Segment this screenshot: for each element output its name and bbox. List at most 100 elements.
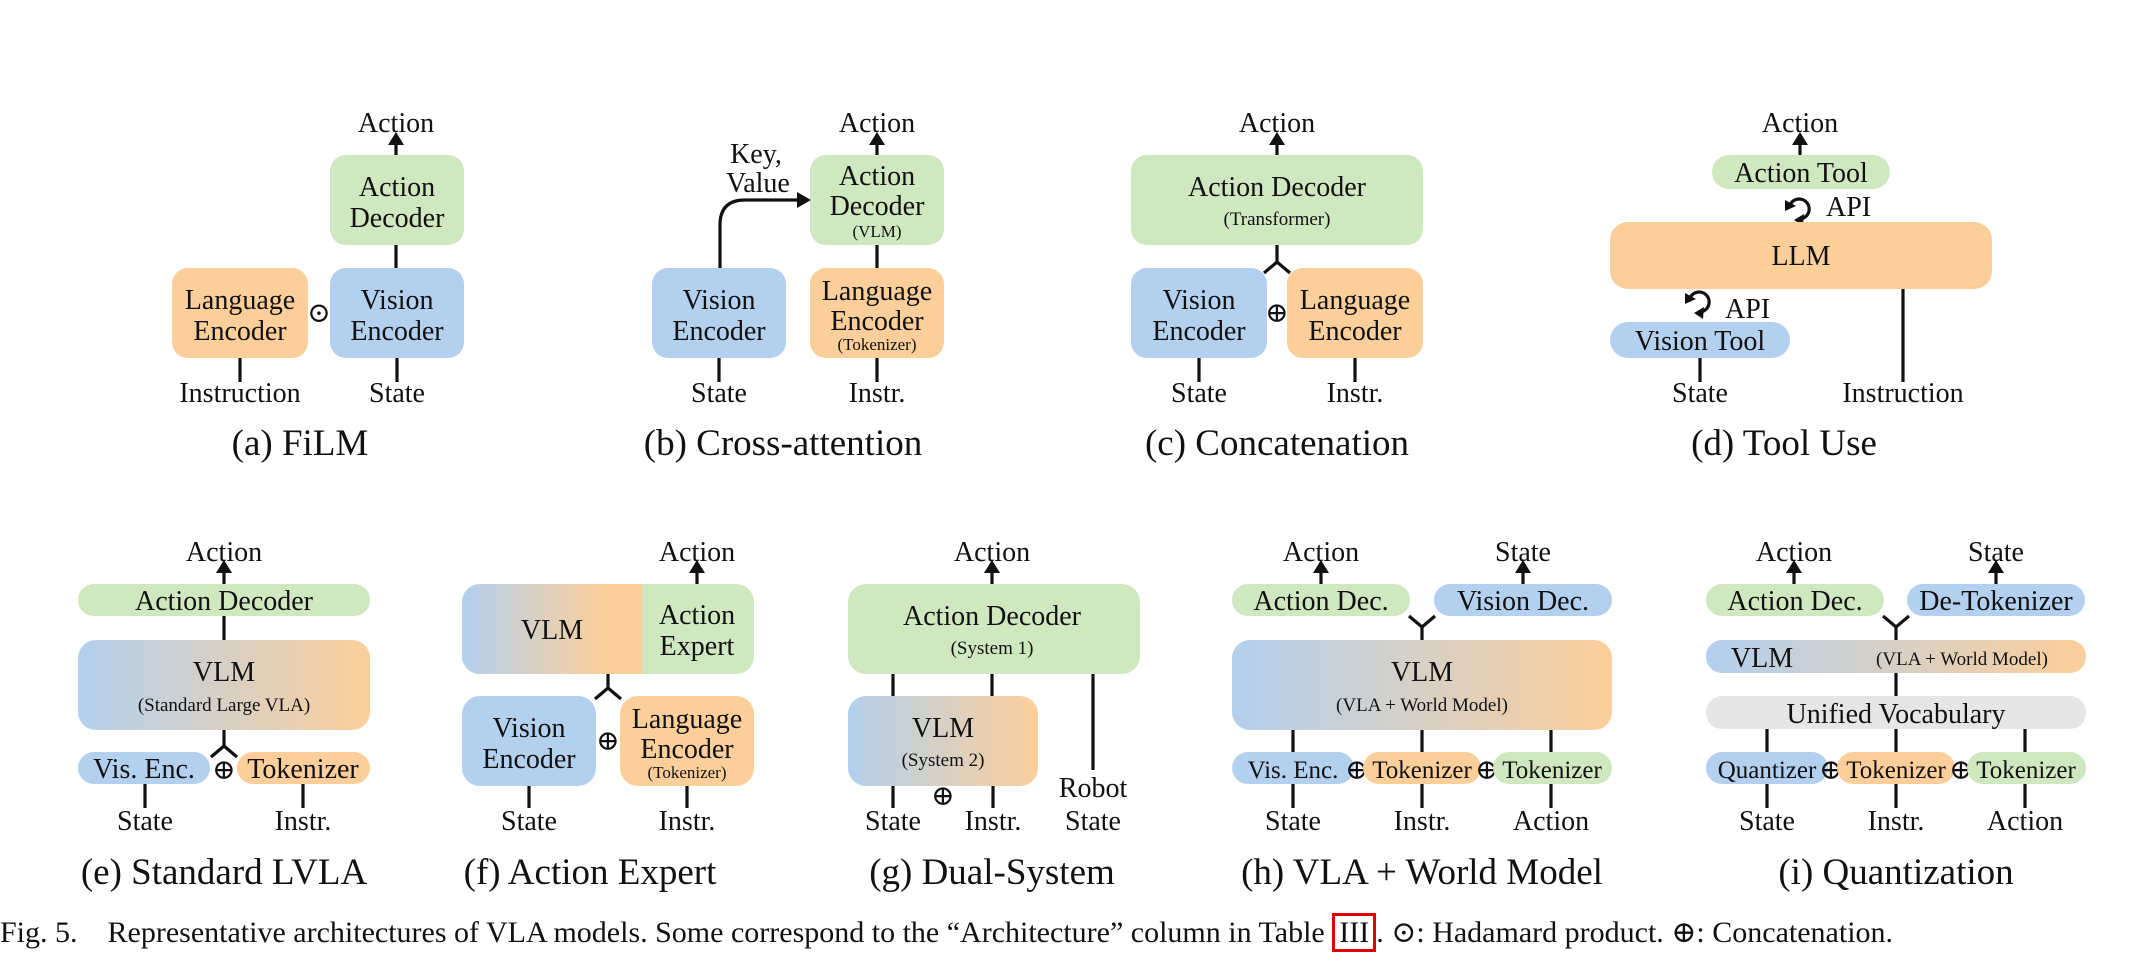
action-decoder-label: Decoder (830, 191, 926, 222)
de-tokenizer-label: De-Tokenizer (1919, 586, 2073, 617)
panel-h-vla-world-model: Action State Action Dec. Vision Dec. VLM… (1232, 537, 1612, 893)
caption-d: (d) Tool Use (1691, 423, 1877, 464)
input-state: State (1739, 806, 1795, 837)
vision-encoder-label: Vis. Enc. (1248, 757, 1339, 784)
language-encoder-label: Encoder (193, 316, 287, 347)
action-decoder-label: Action Decoder (1188, 172, 1367, 203)
vision-encoder-label: Encoder (482, 744, 576, 775)
language-encoder-box (1287, 268, 1423, 358)
input-state: State (865, 806, 921, 837)
input-state: State (1672, 378, 1728, 409)
vlm-sublabel: (VLA + World Model) (1336, 695, 1508, 716)
concat-operator: ⊕ (1949, 755, 1972, 786)
panel-g-dual-system: Action Action Decoder (System 1) VLM (Sy… (848, 537, 1140, 893)
hadamard-operator: ⊙ (307, 298, 330, 329)
action-decoder-label: Decoder (350, 203, 446, 234)
language-encoder-sublabel: (Tokenizer) (837, 335, 916, 354)
concat-operator: ⊕ (1265, 298, 1288, 329)
vision-encoder-label: Vision (683, 285, 756, 316)
input-action: Action (1513, 806, 1589, 837)
output-action: Action (186, 537, 262, 568)
vision-encoder-label: Encoder (350, 316, 444, 347)
input-instruction: Instruction (1842, 378, 1963, 409)
input-instruction: Instr. (1868, 806, 1925, 837)
input-state: State (1171, 378, 1227, 409)
caption-c: (c) Concatenation (1145, 423, 1409, 464)
input-state: State (369, 378, 425, 409)
vlm-label: VLM (1731, 643, 1793, 674)
vision-encoder-label: Vis. Enc. (93, 754, 195, 785)
vlm-box (78, 640, 370, 730)
vision-encoder-label: Encoder (1152, 316, 1246, 347)
quantizer-label: Quantizer (1718, 757, 1817, 784)
concat-operator: ⊕ (1475, 755, 1498, 786)
api-label: API (1725, 294, 1770, 325)
vision-encoder-box (1131, 268, 1267, 358)
panel-e-standard-lvla: Action Action Decoder VLM (Standard Larg… (78, 537, 370, 893)
figure-caption: Fig. 5. Representative architectures of … (0, 913, 2141, 952)
vision-encoder-box (462, 696, 596, 786)
concat-operator: ⊕ (931, 781, 954, 812)
tokenizer-label: Tokenizer (247, 754, 359, 785)
language-encoder-box (172, 268, 308, 358)
vlm-box (848, 696, 1038, 786)
input-instruction: Instruction (179, 378, 300, 409)
panel-f-action-expert: Action VLM Action Expert Vision Encoder … (462, 537, 754, 893)
action-decoder-sublabel: (VLM) (852, 222, 901, 241)
panel-a-film: Action Action Decoder Language Encoder ⊙… (172, 108, 464, 464)
vision-encoder-box (330, 268, 464, 358)
vision-encoder-box (78, 752, 210, 784)
language-encoder-label: Encoder (640, 734, 734, 765)
input-state: State (1265, 806, 1321, 837)
input-robot-state: Robot (1059, 773, 1128, 804)
action-decoder-label: Action Dec. (1727, 586, 1862, 617)
caption-a: (a) FiLM (232, 423, 369, 464)
vision-encoder-label: Vision (361, 285, 434, 316)
vision-encoder-box (1232, 752, 1354, 784)
action-expert-label: Expert (660, 631, 735, 662)
api-label: API (1826, 192, 1871, 223)
output-action: Action (358, 108, 434, 139)
language-encoder-sublabel: (Tokenizer) (647, 763, 726, 782)
input-state: State (691, 378, 747, 409)
action-tool-box (1712, 155, 1890, 189)
input-state: State (117, 806, 173, 837)
input-instruction: Instr. (849, 378, 906, 409)
output-action: Action (839, 108, 915, 139)
vlm-sublabel: (VLA + World Model) (1876, 649, 2048, 670)
concat-operator: ⊕ (1345, 755, 1368, 786)
vision-tool-box (1610, 322, 1790, 358)
input-instruction: Instr. (275, 806, 332, 837)
caption-i: (i) Quantization (1778, 852, 2013, 893)
action-decoder-label: Action Decoder (903, 601, 1082, 632)
unified-vocabulary-box (1706, 696, 2086, 729)
action-decoder-sublabel: (Transformer) (1224, 209, 1331, 230)
action-decoder-box (78, 584, 370, 616)
llm-label: LLM (1771, 241, 1830, 272)
vision-encoder-box (652, 268, 786, 358)
output-action: Action (1762, 108, 1838, 139)
action-decoder-label: Action (359, 172, 435, 203)
output-action: Action (954, 537, 1030, 568)
caption-h: (h) VLA + World Model (1241, 852, 1603, 893)
action-tokenizer-box (1493, 752, 1612, 784)
action-tool-label: Action Tool (1734, 158, 1868, 189)
vlm-label: VLM (912, 713, 974, 744)
caption-b: (b) Cross-attention (644, 423, 922, 464)
output-action: Action (1756, 537, 1832, 568)
vlm-label: VLM (193, 657, 255, 688)
tokenizer-box (1363, 752, 1481, 784)
panel-d-tool-use: Action Action Tool API LLM API Vision To… (1610, 108, 1992, 464)
panel-c-concatenation: Action Action Decoder (Transformer) Visi… (1131, 108, 1423, 464)
api-cycle-icon (1785, 197, 1811, 226)
input-state: State (501, 806, 557, 837)
action-tokenizer-label: Tokenizer (1502, 757, 1602, 784)
tokenizer-label: Tokenizer (1372, 757, 1472, 784)
output-state: State (1495, 537, 1551, 568)
language-encoder-box (620, 696, 754, 786)
action-decoder-box (1232, 584, 1410, 616)
table-reference-link[interactable]: III (1332, 913, 1377, 952)
output-state: State (1968, 537, 2024, 568)
action-decoder-label: Action Dec. (1253, 586, 1388, 617)
